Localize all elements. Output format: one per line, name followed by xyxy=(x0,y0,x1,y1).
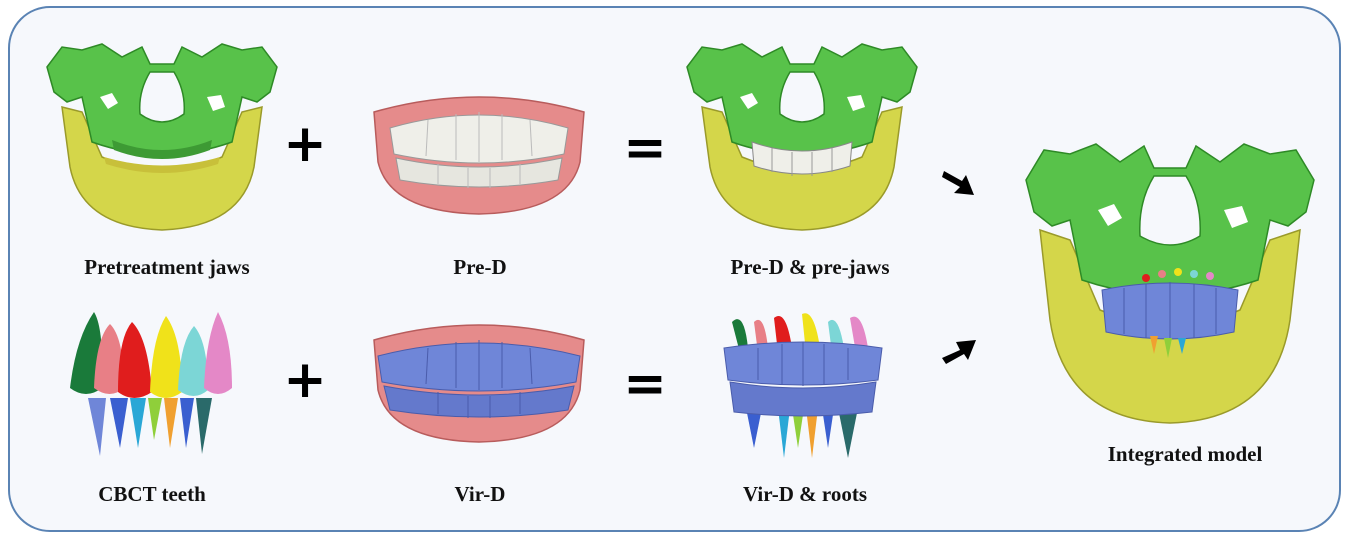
cbct-teeth-image xyxy=(66,308,238,458)
label-cbct-teeth: CBCT teeth xyxy=(72,482,232,507)
vir-d-dentition-image xyxy=(368,320,590,445)
label-pre-d-pre-jaws: Pre-D & pre-jaws xyxy=(700,255,920,280)
pre-d-pre-jaws-image xyxy=(682,42,922,232)
integrated-model-image xyxy=(1020,140,1320,425)
equals-operator-2: = xyxy=(620,358,670,410)
label-pretreatment-jaws: Pretreatment jaws xyxy=(52,255,282,280)
vir-d-roots-image xyxy=(718,308,888,463)
pretreatment-jaws-image xyxy=(42,42,282,232)
arrow-up-right-icon xyxy=(940,332,980,368)
equals-operator: = xyxy=(620,122,670,174)
label-vir-d: Vir-D xyxy=(430,482,530,507)
plus-operator: + xyxy=(280,118,330,170)
pre-d-dentition-image xyxy=(368,92,590,217)
arrow-down-right-icon xyxy=(940,165,980,201)
label-integrated-model: Integrated model xyxy=(1070,442,1300,467)
plus-operator-2: + xyxy=(280,354,330,406)
label-vir-d-roots: Vir-D & roots xyxy=(715,482,895,507)
label-pre-d: Pre-D xyxy=(430,255,530,280)
